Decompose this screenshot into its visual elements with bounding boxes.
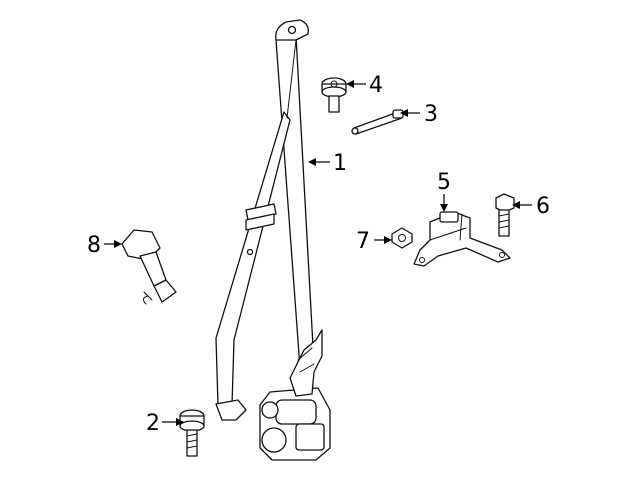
callout-6: 6 (512, 194, 550, 219)
bolt-part-4 (321, 77, 347, 113)
callout-7: 7 (356, 229, 392, 254)
nut-part-7 (391, 227, 413, 249)
bolt-part-6 (495, 193, 515, 237)
callout-label-7: 7 (356, 229, 370, 254)
top-anchor-hole (287, 25, 297, 35)
callout-label-1: 1 (333, 151, 347, 176)
callout-label-3: 3 (424, 102, 438, 127)
callout-8: 8 (87, 233, 122, 258)
callout-label-6: 6 (536, 194, 550, 219)
callout-label-4: 4 (369, 73, 383, 98)
retractor-mechanism (289, 329, 323, 397)
callout-4: 4 (346, 73, 383, 98)
callout-label-8: 8 (87, 233, 101, 258)
callout-5: 5 (437, 170, 451, 212)
callout-label-5: 5 (437, 170, 451, 195)
seat-belt-assembly (215, 19, 331, 461)
buckle-part-8 (121, 229, 177, 305)
callout-1: 1 (308, 151, 347, 176)
bolt-part-2 (179, 409, 205, 457)
belt-guide (245, 203, 277, 221)
floor-anchor (215, 399, 247, 421)
belt-webbing-lower (215, 111, 291, 406)
belt-webbing-upper (275, 35, 315, 369)
callout-3: 3 (400, 102, 438, 127)
bracket-part-5 (413, 211, 511, 267)
retractor-spool (275, 399, 317, 425)
callout-label-2: 2 (146, 411, 160, 436)
rod-part-3 (351, 109, 404, 135)
callout-2: 2 (146, 411, 184, 436)
